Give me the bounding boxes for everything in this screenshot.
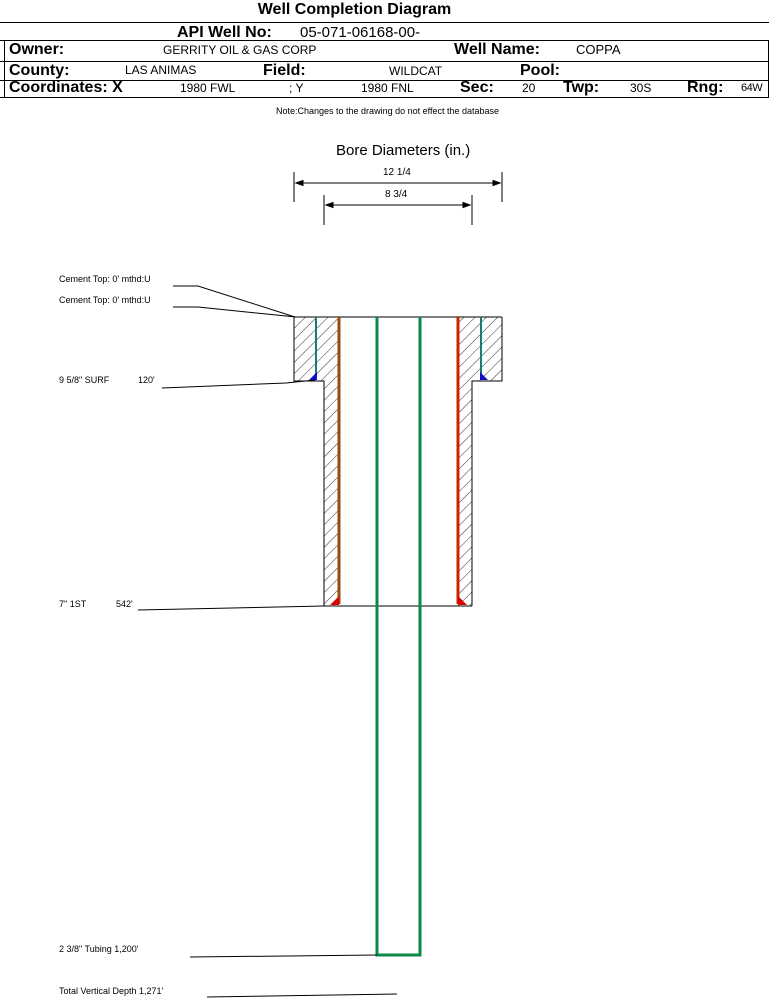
- api-label: API Well No:: [177, 24, 272, 41]
- page-title: Well Completion Diagram: [257, 1, 452, 18]
- header-divider: [0, 22, 769, 23]
- bore-outer-label: 12 1/4: [383, 167, 411, 178]
- header-divider: [0, 61, 769, 62]
- coord-y-label: ; Y: [289, 81, 304, 95]
- first-casing-shoe-right: [458, 596, 467, 605]
- coord-x-label: Coordinates: X: [9, 79, 123, 96]
- well-name-label: Well Name:: [454, 41, 540, 58]
- surface-casing: [315, 317, 482, 379]
- pool-label: Pool:: [520, 62, 560, 79]
- coord-x-value: 1980 FWL: [180, 81, 236, 95]
- header-divider: [0, 40, 769, 41]
- annotation-leaders: [137, 285, 398, 998]
- bore-inner-dimension: [323, 195, 473, 225]
- database-note: Note:Changes to the drawing do not effec…: [276, 106, 499, 116]
- rng-label: Rng:: [687, 79, 724, 96]
- twp-label: Twp:: [563, 79, 600, 96]
- well-name-value: COPPA: [576, 42, 621, 57]
- cement-top-label-1: Cement Top: 0' mthd:U: [59, 274, 151, 284]
- header-divider: [4, 40, 5, 98]
- bore-inner-label: 8 3/4: [385, 189, 408, 200]
- first-casing-label: 7" 1ST: [59, 599, 87, 609]
- total-depth-label: Total Vertical Depth 1,271': [59, 986, 164, 996]
- coord-y-value: 1980 FNL: [361, 81, 414, 95]
- header-divider: [0, 80, 769, 81]
- surface-casing-shoe-left: [309, 372, 317, 380]
- field-label: Field:: [263, 62, 306, 79]
- first-casing-shoe-left: [330, 596, 339, 605]
- header-divider: [0, 97, 769, 98]
- twp-value: 30S: [630, 81, 652, 95]
- cement-top-label-2: Cement Top: 0' mthd:U: [59, 295, 151, 305]
- surface-casing-depth: 120': [138, 375, 155, 385]
- surface-casing-label: 9 5/8" SURF: [59, 375, 110, 385]
- sec-value: 20: [522, 81, 536, 95]
- sec-label: Sec:: [460, 79, 494, 96]
- cement-annulus: [294, 317, 502, 606]
- bore-diameters-title: Bore Diameters (in.): [336, 142, 471, 159]
- owner-value: GERRITY OIL & GAS CORP: [163, 43, 317, 57]
- tubing-string: [375, 317, 422, 957]
- tubing-label: 2 3/8" Tubing 1,200': [59, 944, 139, 954]
- bore-outer-dimension: [293, 172, 503, 202]
- surface-casing-shoe-right: [480, 372, 488, 380]
- bore-outline-right: [471, 317, 503, 606]
- field-value: WILDCAT: [389, 64, 443, 78]
- api-value: 05-071-06168-00-: [300, 24, 421, 41]
- county-label: County:: [9, 62, 70, 79]
- owner-label: Owner:: [9, 41, 65, 58]
- first-casing-depth: 542': [116, 599, 133, 609]
- rng-value: 64W: [741, 82, 763, 94]
- county-value: LAS ANIMAS: [125, 63, 197, 77]
